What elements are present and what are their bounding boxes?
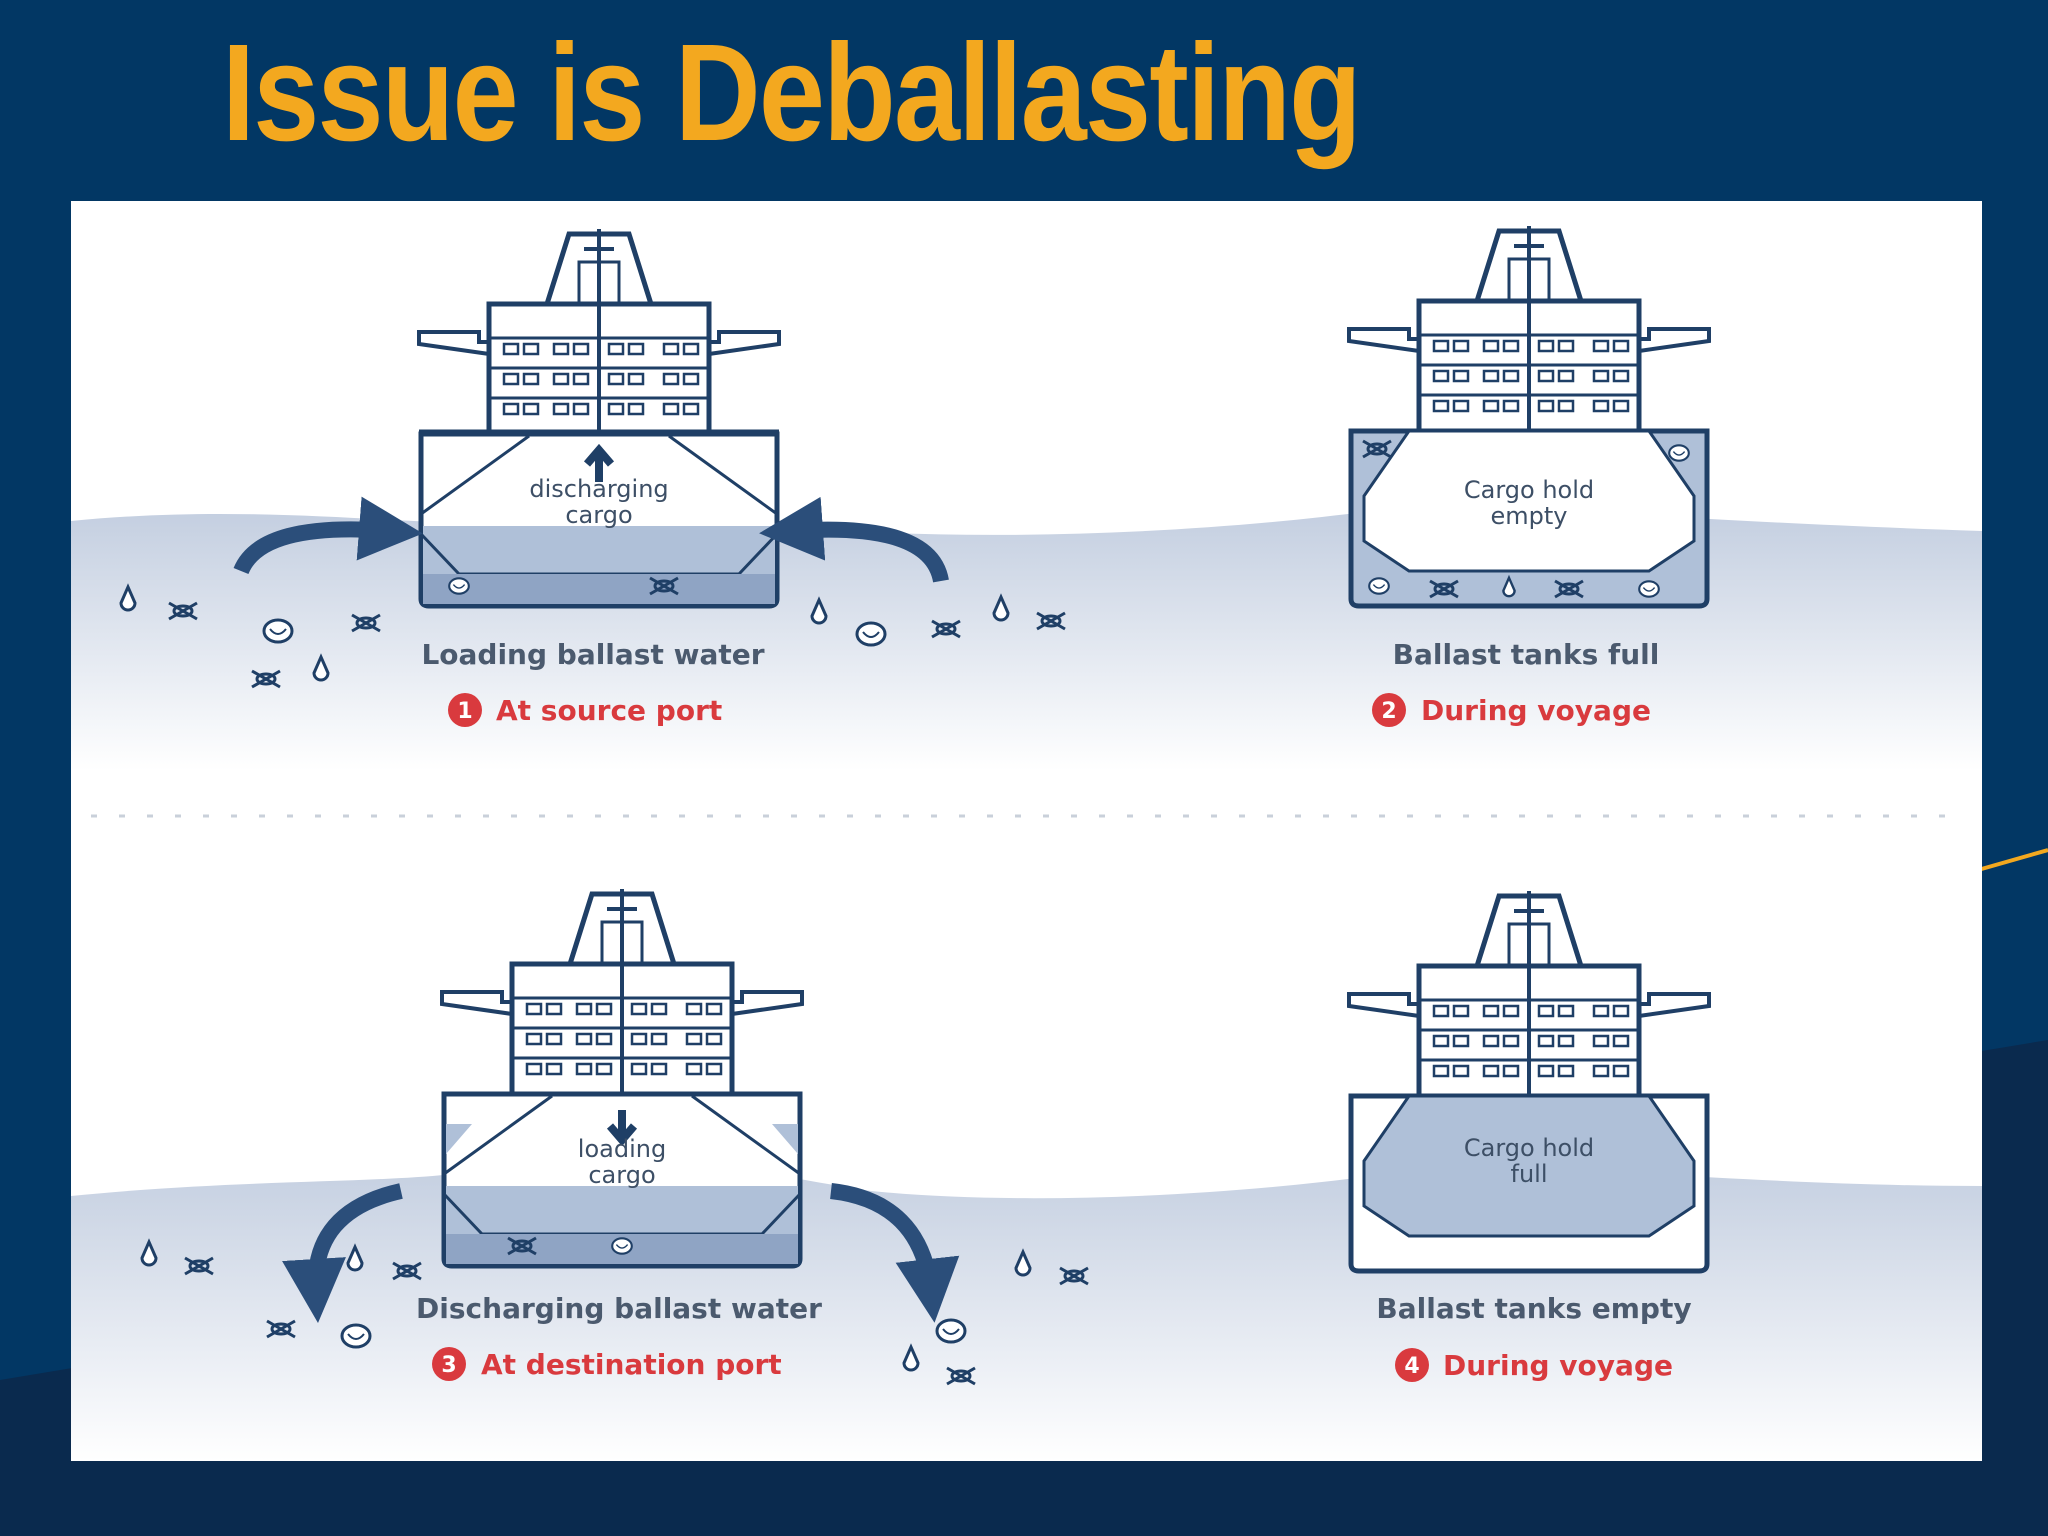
ship-stage-4: Cargo hold full <box>1349 891 1709 1274</box>
step-label-4: During voyage <box>1443 1349 1673 1382</box>
step-badge-4: 4 <box>1395 1348 1429 1382</box>
stage-caption-4: Ballast tanks empty <box>1376 1292 1691 1325</box>
ship-stage-1: discharging cargo <box>419 229 779 609</box>
hold-text-1b: cargo <box>565 501 632 529</box>
stage-caption-2: Ballast tanks full <box>1393 638 1660 671</box>
step-badge-3: 3 <box>432 1347 466 1381</box>
step-badge-1: 1 <box>448 693 482 727</box>
step-badge-2: 2 <box>1372 693 1406 727</box>
stage-caption-1: Loading ballast water <box>421 638 764 671</box>
step-label-2: During voyage <box>1421 694 1651 727</box>
hold-text-4b: full <box>1511 1160 1548 1188</box>
hold-text-3a: loading <box>578 1135 666 1163</box>
step-number-1: 1 <box>457 699 472 724</box>
step-number-2: 2 <box>1381 699 1396 724</box>
hold-text-2a: Cargo hold <box>1464 476 1594 504</box>
hold-text-1a: discharging <box>529 475 668 503</box>
step-label-3: At destination port <box>481 1348 782 1381</box>
stage-caption-3: Discharging ballast water <box>416 1292 822 1325</box>
ship-stage-2: Cargo hold empty <box>1349 226 1709 609</box>
step-number-4: 4 <box>1404 1354 1419 1379</box>
step-label-1: At source port <box>496 694 722 727</box>
step-number-3: 3 <box>441 1353 456 1378</box>
hold-text-2b: empty <box>1491 502 1568 530</box>
ship-stage-3: loading cargo <box>442 889 802 1269</box>
slide-title: Issue is Deballasting <box>222 16 1362 170</box>
ballast-diagram: discharging cargo Loading ballast water … <box>71 201 1982 1461</box>
hold-text-4a: Cargo hold <box>1464 1134 1594 1162</box>
hold-text-3b: cargo <box>588 1161 655 1189</box>
